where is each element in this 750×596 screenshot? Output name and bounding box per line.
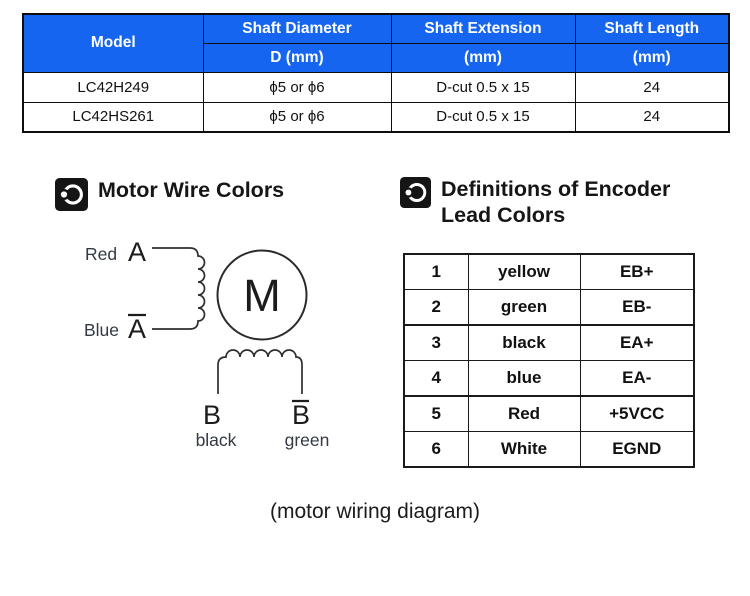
spec-cell-extension: D-cut 0.5 x 15 (390, 71, 576, 103)
encoder-title-line2: Lead Colors (441, 203, 566, 227)
encoder-pin: 2 (403, 289, 469, 326)
terminal-label-a-bar: A (128, 314, 146, 344)
phase-a-coil (152, 247, 206, 330)
encoder-pin: 4 (403, 360, 469, 397)
encoder-table-row: 6 White EGND (403, 431, 695, 468)
encoder-signal: EB+ (579, 253, 695, 290)
spec-col-shaft-extension: Shaft Extension (390, 13, 576, 44)
spec-cell-length: 24 (574, 101, 730, 133)
encoder-wire-color: blue (467, 360, 581, 397)
spec-cell-model: LC42HS261 (22, 101, 204, 133)
spec-col-shaft-diameter: Shaft Diameter (202, 13, 392, 44)
motor-circle (216, 249, 308, 341)
spec-cell-model: LC42H249 (22, 71, 204, 103)
encoder-wire-color: yellow (467, 253, 581, 290)
motor-wire-colors-heading: Motor Wire Colors (55, 177, 284, 216)
motor-wire-colors-title: Motor Wire Colors (98, 178, 285, 202)
spec-cell-extension: D-cut 0.5 x 15 (390, 101, 576, 133)
encoder-wire-color: green (467, 289, 581, 326)
encoder-table-row: 2 green EB- (403, 289, 695, 326)
spec-cell-diameter: ϕ5 or ϕ6 (202, 101, 392, 133)
spec-subheader-diameter: D (mm) (202, 42, 392, 73)
encoder-wire-color: White (467, 431, 581, 468)
terminal-label-b-bar: B (292, 400, 310, 430)
encoder-table-row: 5 Red +5VCC (403, 395, 695, 432)
wire-color-label-green: green (285, 430, 330, 450)
phase-b-coil (217, 349, 303, 394)
spec-col-shaft-length: Shaft Length (574, 13, 730, 44)
motor-wiring-diagram: Red A Blue A M B B black green (84, 237, 330, 450)
encoder-signal: EA- (579, 360, 695, 397)
encoder-lead-colors-heading: Definitions of Encoder Lead Colors (400, 176, 670, 228)
spec-subheader-extension: (mm) (390, 42, 576, 73)
encoder-title-line1: Definitions of Encoder (441, 177, 671, 201)
terminal-label-a: A (128, 237, 146, 267)
spec-cell-diameter: ϕ5 or ϕ6 (202, 71, 392, 103)
spec-header-row-1: Model Shaft Diameter Shaft Extension Sha… (22, 13, 730, 73)
bullseye-bullet-icon (55, 178, 88, 216)
spec-cell-length: 24 (574, 71, 730, 103)
motor-symbol: M (243, 270, 281, 321)
figure-caption: (motor wiring diagram) (269, 500, 481, 523)
encoder-signal: EGND (579, 431, 695, 468)
terminal-label-b: B (203, 400, 221, 430)
encoder-signal: +5VCC (579, 395, 695, 432)
encoder-table-row: 4 blue EA- (403, 360, 695, 397)
encoder-pin: 6 (403, 431, 469, 468)
encoder-signal: EB- (579, 289, 695, 326)
encoder-table-row: 1 yellow EB+ (403, 253, 695, 290)
shaft-spec-table: Model Shaft Diameter Shaft Extension Sha… (22, 13, 730, 133)
spec-header-row-2: D (mm) (mm) (mm) (23, 42, 730, 73)
encoder-signal: EA+ (579, 324, 695, 361)
encoder-lead-colors-table: 1 yellow EB+ 2 green EB- 3 black EA+ 4 b… (403, 253, 695, 468)
wire-color-label-black: black (196, 430, 237, 450)
encoder-lead-colors-title: Definitions of Encoder Lead Colors (441, 176, 670, 228)
wire-color-label-red: Red (85, 244, 117, 264)
encoder-pin: 5 (403, 395, 469, 432)
wire-color-label-blue: Blue (84, 320, 119, 340)
spec-subheader-length: (mm) (574, 42, 730, 73)
encoder-wire-color: black (467, 324, 581, 361)
encoder-pin: 3 (403, 324, 469, 361)
spec-table-row: LC42HS261 ϕ5 or ϕ6 D-cut 0.5 x 15 24 (22, 101, 730, 133)
encoder-table-row: 3 black EA+ (403, 324, 695, 361)
spec-col-model: Model (22, 13, 204, 73)
bullseye-bullet-icon (400, 177, 431, 213)
encoder-wire-color: Red (467, 395, 581, 432)
spec-table-row: LC42H249 ϕ5 or ϕ6 D-cut 0.5 x 15 24 (22, 71, 730, 103)
encoder-pin: 1 (403, 253, 469, 290)
